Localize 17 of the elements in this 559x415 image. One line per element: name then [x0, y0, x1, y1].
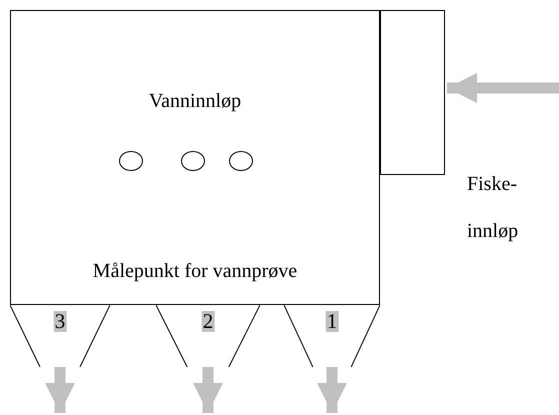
- outlet-funnel: [156, 305, 260, 367]
- inlet-hole: [119, 151, 143, 171]
- outlet-funnel: [284, 305, 380, 367]
- flow-arrow: [447, 73, 559, 103]
- outlet-funnel: [10, 305, 110, 367]
- flow-arrow: [317, 367, 347, 413]
- inlet-label: Fiske- innløp: [467, 172, 520, 244]
- tank-box: [10, 10, 380, 305]
- inlet-hole: [229, 151, 253, 171]
- sampling-point-label: Målepunkt for vannprøve: [92, 259, 298, 284]
- tank-title: Vanninnløp: [148, 89, 242, 114]
- inlet-hole: [181, 151, 205, 171]
- outlet-number: 1: [326, 311, 338, 332]
- outlet-number: 2: [202, 311, 214, 332]
- flow-arrow: [45, 367, 75, 413]
- flow-arrow: [193, 367, 223, 413]
- outlet-number: 3: [54, 311, 66, 332]
